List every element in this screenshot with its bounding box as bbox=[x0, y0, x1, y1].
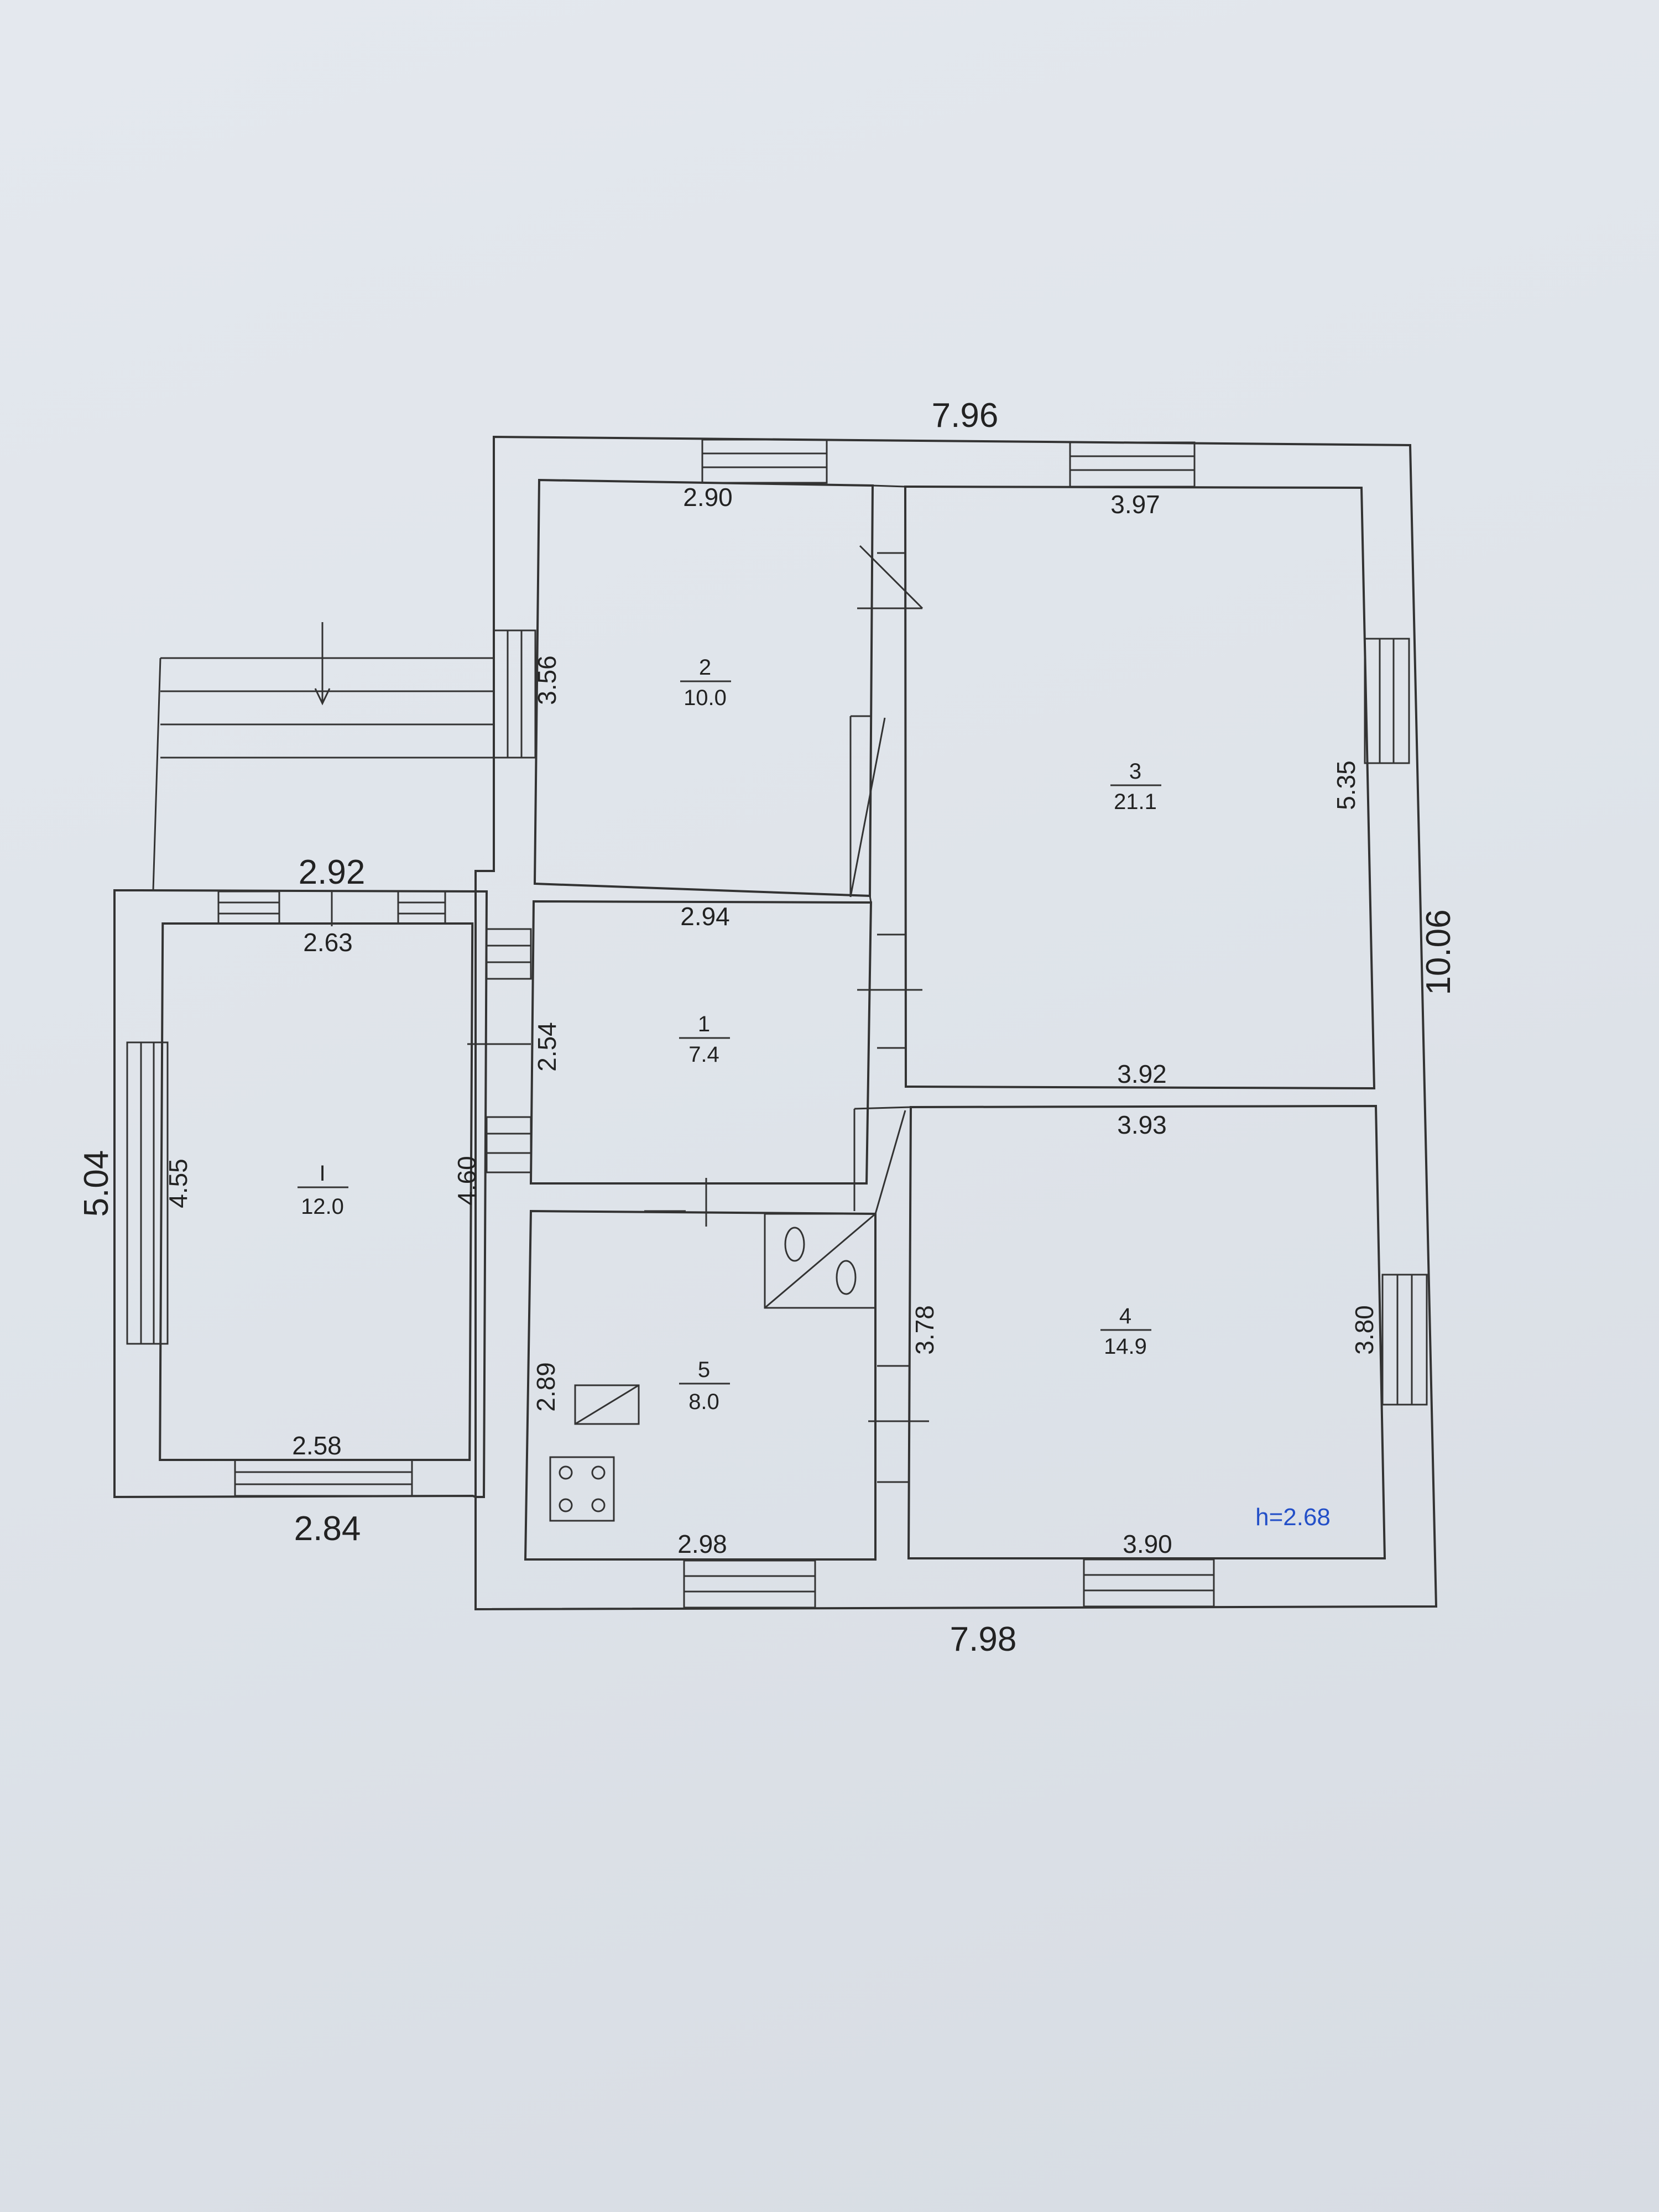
window-annex-top-a bbox=[217, 890, 280, 925]
overall-top-width: 7.96 bbox=[932, 397, 999, 435]
room-2-area: 10.0 bbox=[684, 686, 727, 710]
window-room4-bottom bbox=[1083, 1558, 1215, 1608]
room-I-area: 12.0 bbox=[301, 1194, 344, 1219]
room-I-width-bottom: 2.58 bbox=[292, 1431, 342, 1460]
window-room2-top bbox=[701, 439, 828, 484]
room-4-area: 14.9 bbox=[1104, 1334, 1147, 1359]
room-5-area: 8.0 bbox=[688, 1390, 719, 1414]
window-room4-right bbox=[1381, 1274, 1428, 1406]
room-1-area: 7.4 bbox=[688, 1042, 719, 1067]
room-2-width: 2.90 bbox=[683, 483, 733, 512]
room-4-outline bbox=[907, 1104, 1386, 1559]
window-room3-top bbox=[1069, 441, 1196, 488]
window-room3-right bbox=[1364, 638, 1410, 764]
room-5-height: 2.89 bbox=[531, 1362, 560, 1412]
room-I-height-left: 4.55 bbox=[164, 1159, 192, 1208]
room-I-number: I bbox=[319, 1161, 325, 1186]
room-4-width-bottom: 3.90 bbox=[1123, 1530, 1172, 1558]
annex-inner-room bbox=[159, 922, 474, 1461]
door-ticks bbox=[331, 552, 929, 1483]
room-1-number: 1 bbox=[698, 1012, 710, 1036]
window-room5-bottom bbox=[683, 1559, 816, 1609]
room-5-width: 2.98 bbox=[677, 1530, 727, 1558]
room-3-width-top: 3.97 bbox=[1110, 490, 1160, 519]
room-3-outline bbox=[904, 485, 1376, 1090]
window-annex-bottom bbox=[234, 1459, 413, 1497]
room-2-number: 2 bbox=[699, 655, 711, 680]
room-3-width-bottom: 3.92 bbox=[1117, 1060, 1167, 1088]
overall-right-height: 10.06 bbox=[1420, 909, 1458, 995]
window-room2-left bbox=[493, 629, 536, 759]
annex-height: 5.04 bbox=[77, 1150, 116, 1217]
room-5-number: 5 bbox=[698, 1358, 710, 1382]
window-room1-left-a bbox=[486, 928, 532, 980]
stove-oven bbox=[764, 1213, 877, 1309]
room-4-height-left: 3.78 bbox=[910, 1305, 939, 1355]
room-I-height-right: 4.60 bbox=[452, 1156, 481, 1206]
annex-top-width: 2.92 bbox=[299, 853, 366, 891]
room-4-width-top: 3.93 bbox=[1117, 1110, 1167, 1139]
porch-steps bbox=[152, 622, 494, 891]
annex-outer-wall bbox=[113, 889, 488, 1499]
room-3-area: 21.1 bbox=[1114, 790, 1157, 814]
cooktop bbox=[549, 1456, 615, 1522]
room-4-height-right: 3.80 bbox=[1350, 1305, 1379, 1355]
window-annex-left bbox=[126, 1041, 169, 1345]
room-2-height: 3.56 bbox=[533, 655, 561, 705]
window-annex-top-b bbox=[397, 890, 446, 925]
partition-walls bbox=[644, 484, 911, 1212]
room-1-outline bbox=[529, 900, 873, 1185]
room-5-outline bbox=[524, 1209, 877, 1561]
overall-bottom-width: 7.98 bbox=[950, 1620, 1017, 1658]
ceiling-height-note: h=2.68 bbox=[1255, 1504, 1331, 1531]
room-3-height: 5.35 bbox=[1332, 760, 1360, 810]
annex-bottom-width: 2.84 bbox=[294, 1510, 361, 1548]
sink bbox=[574, 1384, 640, 1425]
room-3-number: 3 bbox=[1129, 759, 1141, 784]
windows bbox=[126, 439, 1428, 1609]
doors bbox=[849, 545, 924, 1214]
window-room1-left-b bbox=[486, 1116, 532, 1173]
room-4-number: 4 bbox=[1119, 1304, 1131, 1328]
main-outer-wall bbox=[474, 435, 1438, 1611]
room-1-height: 2.54 bbox=[533, 1022, 561, 1072]
room-1-width: 2.94 bbox=[680, 902, 730, 931]
room-I-width-top: 2.63 bbox=[303, 928, 353, 957]
